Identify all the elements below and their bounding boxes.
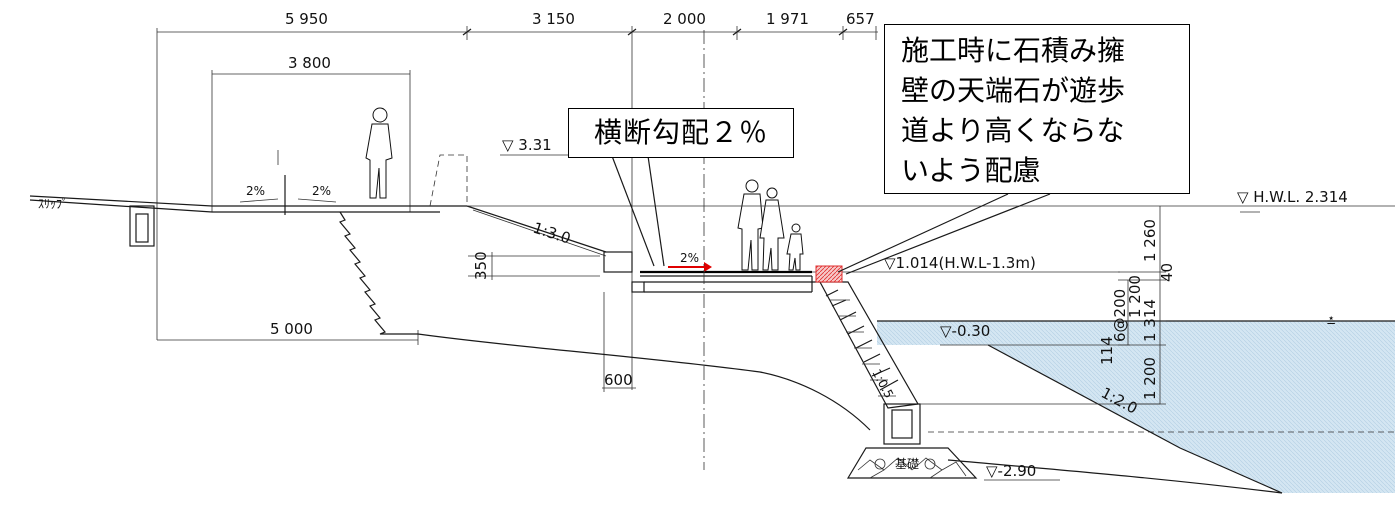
red-arrow-icon: [668, 262, 712, 272]
note-line-2: 壁の天端石が遊歩: [901, 74, 1126, 107]
stepped-slope: [339, 211, 418, 335]
dim-top-2: 3 150: [532, 10, 575, 28]
dim-right-1: 1 260: [1141, 219, 1159, 262]
dim-350-lines: [468, 252, 600, 280]
left-road: [29, 195, 213, 247]
upper-slope: [466, 205, 607, 257]
base-label: 基礎: [895, 457, 919, 471]
dim-top-4: 1 971: [766, 10, 809, 28]
level-walkway: ▽1.014(H.W.L-1.3m): [884, 254, 1036, 272]
dim-lower-span: 5 000: [270, 320, 313, 338]
upper-deck: [212, 150, 468, 215]
road-label: ｽﾘｯﾌﾟ: [38, 197, 68, 211]
level-top: ▽ 3.31: [502, 136, 552, 154]
cross-slope-callout: 横断勾配２％: [568, 108, 794, 158]
dim-right-4: 1 200: [1141, 357, 1159, 400]
construction-note-callout: 施工時に石積み擁 壁の天端石が遊歩 道より高くならな いよう配慮: [884, 24, 1190, 194]
upper-span-dimension: [211, 70, 411, 212]
family-people-icon: [737, 179, 804, 271]
water-body: [877, 321, 1395, 493]
dim-upper-span: 3 800: [288, 54, 331, 72]
level-bottom: ▽-2.90: [986, 462, 1036, 480]
dim-right-3: 1 314: [1141, 299, 1159, 342]
note-line-4: いよう配慮: [901, 154, 1041, 187]
dim-top-3: 2 000: [663, 10, 706, 28]
dim-600: 600: [604, 371, 633, 389]
rubble-foundation: [846, 447, 978, 479]
retaining-wall: [815, 265, 921, 445]
dim-right-5: 1 200: [1126, 275, 1144, 318]
gradient-walkway: 2%: [680, 251, 699, 265]
right-dimension-stack: [1118, 206, 1166, 405]
dim-350: 350: [472, 251, 490, 280]
dim-top-5: 657: [846, 10, 875, 28]
dim-600-lines: [602, 292, 636, 392]
dim-top-1: 5 950: [285, 10, 328, 28]
water-surface-mark: ≛: [1326, 315, 1336, 329]
gradient-left-b: 2%: [312, 184, 331, 198]
note-line-3: 道より高くならな: [901, 114, 1125, 147]
callout-leaders: [611, 155, 1051, 275]
slope-upper: 1:3.0: [531, 219, 573, 248]
dim-step-spacing: 6@200: [1111, 289, 1129, 342]
level-water: ▽-0.30: [940, 322, 990, 340]
ground-lines: [417, 333, 1395, 494]
note-line-1: 施工時に石積み擁: [901, 34, 1126, 67]
lower-walkway: [603, 251, 1120, 293]
lower-span-dimension: [157, 330, 419, 345]
dim-right-2: 40: [1158, 263, 1176, 282]
dim-step-height: 114: [1098, 336, 1116, 365]
level-hwl: ▽ H.W.L. 2.314: [1237, 188, 1348, 206]
person-upper-icon: [365, 107, 393, 199]
gradient-left-a: 2%: [246, 184, 265, 198]
top-stone-highlight: [815, 265, 843, 283]
